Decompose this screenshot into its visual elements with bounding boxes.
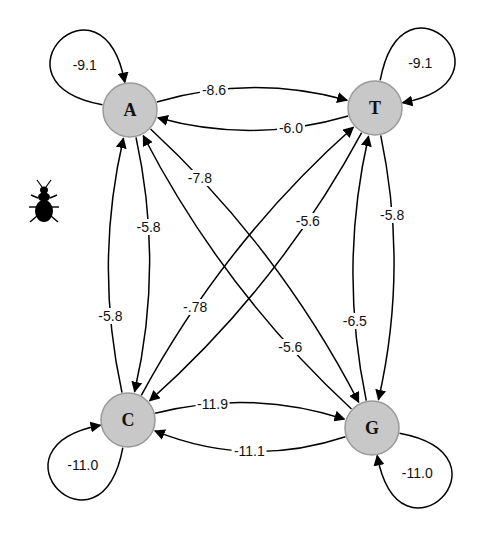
energy-label: -5.8 [134,219,162,235]
node-letter: C [122,410,135,431]
transition-arrow [143,136,351,409]
nucleotide-node: T [347,80,403,136]
transition-arrow [141,127,353,395]
nucleotide-node: G [344,400,400,456]
energy-label: -7.8 [186,170,214,186]
transition-arrow [155,402,344,419]
energy-label: -9.1 [71,57,99,73]
beetle-icon [29,180,59,222]
energy-label: -6.5 [341,313,369,329]
energy-label: -11.0 [65,457,100,473]
energy-label: -5.6 [276,339,304,355]
transition-arrow [151,129,359,402]
energy-label: -11.0 [400,465,435,481]
energy-label: -5.8 [378,207,406,223]
node-letter: T [369,98,381,119]
transition-arrow [135,137,150,391]
energy-label: -8.6 [200,82,228,98]
energy-label: -5.6 [294,213,322,229]
transition-arrow [150,133,362,401]
transition-arrow [157,88,347,103]
transition-arrow [108,138,123,392]
node-letter: G [365,418,379,439]
node-letter: A [124,100,137,121]
transition-arrow [378,135,394,399]
energy-label: -9.1 [406,55,434,71]
energy-label: -6.0 [277,120,305,136]
energy-label: -11.1 [232,443,267,459]
nucleotide-node: A [102,82,158,138]
transition-arrow [353,136,369,400]
energy-label: -11.9 [195,396,230,412]
energy-label: -5.8 [96,308,124,324]
transition-arrow [158,116,348,131]
energy-label: -.78 [181,299,209,315]
nucleotide-node: C [100,392,156,448]
